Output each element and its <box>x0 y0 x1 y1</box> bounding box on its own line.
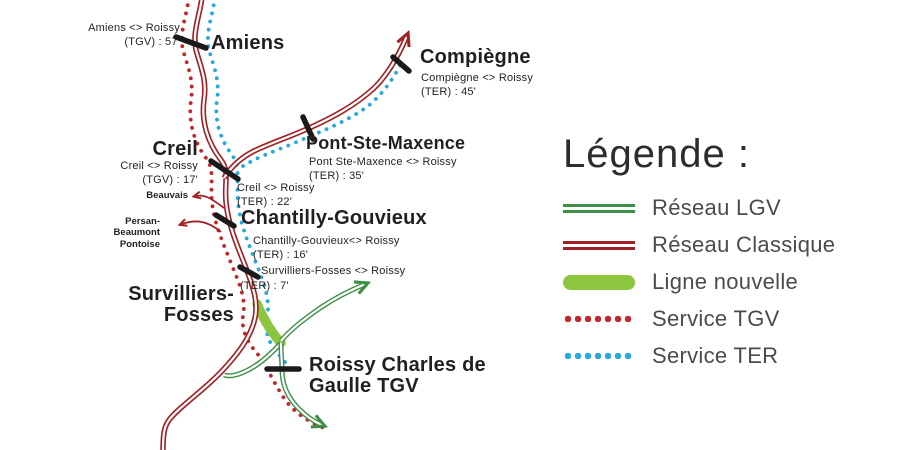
station-label-creil: Creil <box>152 138 198 160</box>
tgv-dotted-swatch <box>563 315 635 323</box>
pont-ste-maxence-connection-label: Pont Ste-Maxence <> Roissy (TER) : 35' <box>309 156 457 183</box>
lgv-line-west-core <box>223 342 282 377</box>
legend-item-ligne-nouvelle: Ligne nouvelle <box>563 264 893 300</box>
station-tick-compiegne <box>390 54 412 74</box>
amiens-connection-label: Amiens <> Roissy (TGV) : 57' <box>88 22 180 49</box>
station-tick-survilliers <box>237 264 261 280</box>
station-label-amiens: Amiens <box>211 32 285 54</box>
station-tick-creil <box>208 158 241 182</box>
branch-persan-pontoise <box>182 221 222 233</box>
survilliers-connection-label-line1: Survilliers-Fosses <> Roissy <box>261 265 406 277</box>
lgv-line-south-core <box>279 342 321 426</box>
station-label-compiegne: Compiègne <box>420 46 531 68</box>
legend-item-label: Service TER <box>652 343 779 368</box>
creil-connection-tgv-label: Creil <> Roissy (TGV) : 17' <box>120 160 198 187</box>
legend: Légende : Réseau LGV Réseau Classique Li… <box>563 128 893 374</box>
branch-beauvais <box>196 196 225 209</box>
classic-line-main-core <box>161 0 258 450</box>
lgv-line-north-core <box>280 283 364 342</box>
legend-item-reseau-lgv: Réseau LGV <box>563 190 893 226</box>
station-label-pont-ste-maxence: Pont-Ste-Maxence <box>306 133 466 153</box>
lgv-double-line-swatch <box>563 203 635 213</box>
station-label-survilliers-fosses: Survilliers- Fosses <box>128 283 234 326</box>
station-tick-amiens <box>173 34 209 51</box>
legend-item-reseau-classique: Réseau Classique <box>563 227 893 263</box>
legend-title: Légende : <box>563 132 750 176</box>
station-label-chantilly: Chantilly-Gouvieux <box>241 207 427 229</box>
lgv-line-north <box>279 285 363 343</box>
chantilly-connection-label: Chantilly-Gouvieux<> Roissy (TER) : 16' <box>253 235 400 262</box>
station-tick-pont-ste-maxence <box>300 114 316 142</box>
station-tick-chantilly <box>213 212 237 229</box>
ter-dotted-swatch <box>563 352 635 360</box>
station-label-roissy-cdg: Roissy Charles de Gaulle TGV <box>309 354 486 397</box>
service-ter-line-compiegne <box>241 58 405 168</box>
legend-item-service-ter: Service TER <box>563 338 893 374</box>
legend-item-label: Ligne nouvelle <box>652 269 799 294</box>
survilliers-connection-label-line2: (TER) : 7' <box>240 280 289 292</box>
legend-item-label: Service TGV <box>652 306 780 331</box>
station-label-persan-pontoise: Persan-Beaumont Pontoise <box>113 216 160 250</box>
ligne-nouvelle-swatch <box>563 274 635 290</box>
legend-item-label: Réseau Classique <box>652 232 836 257</box>
compiegne-connection-label: Compiègne <> Roissy (TER) : 45' <box>421 72 534 99</box>
legend-item-service-tgv: Service TGV <box>563 301 893 337</box>
classique-double-line-swatch <box>563 240 635 250</box>
creil-connection-ter-label: Creil <> Roissy (TER) : 22' <box>237 182 315 209</box>
legend-item-label: Réseau LGV <box>652 195 781 220</box>
station-label-beauvais: Beauvais <box>146 190 188 201</box>
